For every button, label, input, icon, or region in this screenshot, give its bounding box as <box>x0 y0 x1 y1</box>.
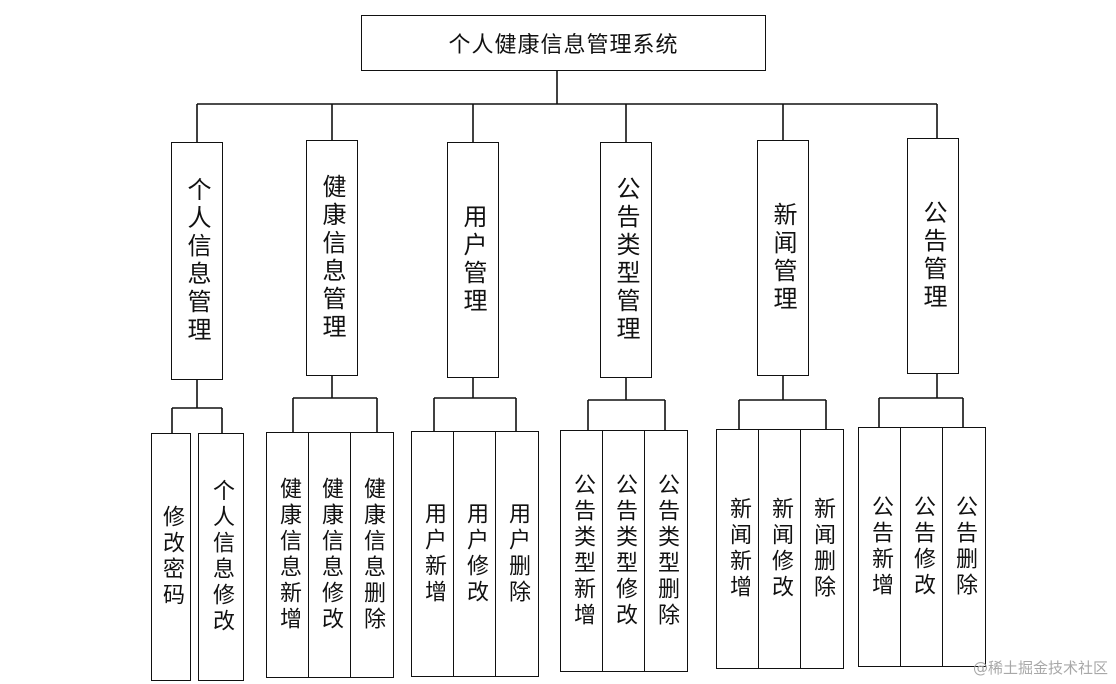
leaf-label: 健康信息修改 <box>318 477 343 633</box>
module-label: 个人信息管理 <box>183 177 211 345</box>
leaf-label: 用户新增 <box>421 502 446 606</box>
leaf-label: 新闻修改 <box>768 497 793 601</box>
leaf-node: 新闻新增 <box>716 429 760 669</box>
leaf-node: 公告类型新增 <box>560 430 604 672</box>
module-label: 公告管理 <box>919 200 947 312</box>
leaf-label: 用户修改 <box>463 502 488 606</box>
leaf-label: 公告删除 <box>952 495 977 599</box>
module-label: 新闻管理 <box>769 202 797 314</box>
leaf-label: 新闻新增 <box>726 497 751 601</box>
leaf-node: 用户修改 <box>453 431 497 677</box>
module-node-notice-type: 公告类型管理 <box>600 142 652 378</box>
leaf-label: 公告新增 <box>868 495 893 599</box>
leaf-node: 个人信息修改 <box>198 433 244 681</box>
module-label: 健康信息管理 <box>318 174 346 342</box>
leaf-node: 公告类型删除 <box>644 430 688 672</box>
leaf-label: 公告修改 <box>910 495 935 599</box>
module-node-notice: 公告管理 <box>907 138 959 374</box>
root-node-label: 个人健康信息管理系统 <box>448 33 679 58</box>
module-node-personal-info: 个人信息管理 <box>171 142 223 380</box>
leaf-node: 公告修改 <box>900 427 944 667</box>
leaf-label: 公告类型新增 <box>570 473 595 629</box>
leaf-node: 健康信息新增 <box>266 432 310 678</box>
module-node-news: 新闻管理 <box>757 140 809 376</box>
root-node: 个人健康信息管理系统 <box>361 15 766 71</box>
leaf-node: 健康信息修改 <box>308 432 352 678</box>
leaf-label: 公告类型删除 <box>654 473 679 629</box>
leaf-node: 健康信息删除 <box>350 432 394 678</box>
leaf-node: 用户新增 <box>411 431 455 677</box>
leaf-label: 用户删除 <box>505 502 530 606</box>
leaf-label: 修改密码 <box>159 505 184 609</box>
leaf-node: 公告类型修改 <box>602 430 646 672</box>
leaf-label: 健康信息删除 <box>360 477 385 633</box>
leaf-label: 健康信息新增 <box>276 477 301 633</box>
leaf-label: 公告类型修改 <box>612 473 637 629</box>
leaf-node: 修改密码 <box>151 433 191 681</box>
leaf-node: 新闻删除 <box>800 429 844 669</box>
leaf-label: 新闻删除 <box>810 497 835 601</box>
module-label: 用户管理 <box>459 204 487 316</box>
leaf-node: 用户删除 <box>495 431 539 677</box>
leaf-node: 公告新增 <box>858 427 902 667</box>
module-label: 公告类型管理 <box>612 176 640 344</box>
module-node-health-info: 健康信息管理 <box>306 140 358 376</box>
leaf-node: 新闻修改 <box>758 429 802 669</box>
module-node-user: 用户管理 <box>447 142 499 378</box>
watermark: @稀土掘金技术社区 <box>972 659 1108 677</box>
leaf-label: 个人信息修改 <box>209 479 234 635</box>
leaf-node: 公告删除 <box>942 427 986 667</box>
